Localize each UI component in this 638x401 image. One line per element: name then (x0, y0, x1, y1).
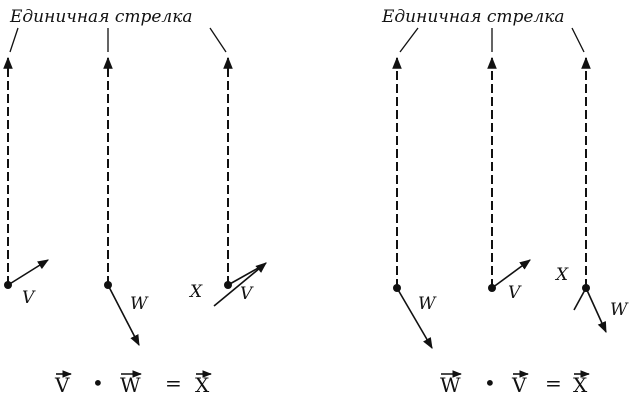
left-vector-v (7, 259, 49, 286)
left-eq-b: W (120, 373, 141, 397)
right-vector-v (491, 259, 531, 289)
right-eq-a: W (440, 373, 461, 397)
right-leader-1 (399, 27, 419, 53)
right-label-x: X (554, 265, 569, 285)
left-label-w: W (130, 294, 149, 314)
right-eq-op: • (484, 371, 496, 395)
right-vector-w2 (585, 287, 607, 334)
left-label-v1: V (22, 288, 36, 308)
right-leader-3 (571, 27, 585, 53)
left-caption: Единичная стрелка (9, 7, 193, 27)
right-vector-w (396, 287, 433, 349)
right-caption: Единичная стрелка (381, 7, 565, 27)
right-label-v: V (508, 283, 522, 303)
left-vector-x (213, 262, 267, 307)
right-eq-c: X (573, 373, 588, 397)
left-eq-c: X (195, 373, 210, 397)
right-eq-b: V (511, 373, 527, 397)
left-panel: Единичная стрелка V W X V V • W = (3, 7, 267, 397)
right-eq-eq: = (545, 371, 562, 395)
left-label-v2: V (240, 284, 254, 304)
left-eq-eq: = (165, 371, 182, 395)
left-leader-3 (209, 27, 227, 53)
left-eq-op: • (92, 371, 104, 395)
right-vector-x (573, 287, 587, 311)
left-eq-a: V (54, 373, 70, 397)
left-vector-v2 (227, 266, 261, 286)
right-label-w2: W (610, 300, 629, 320)
left-label-x: X (188, 282, 203, 302)
right-label-w1: W (418, 294, 437, 314)
left-vector-w (107, 284, 140, 346)
left-equation: V • W = X (54, 370, 212, 397)
right-equation: W • V = X (440, 370, 590, 397)
left-leader-1 (9, 27, 19, 53)
right-panel: Единичная стрелка W V X W W • V = X (381, 7, 629, 397)
